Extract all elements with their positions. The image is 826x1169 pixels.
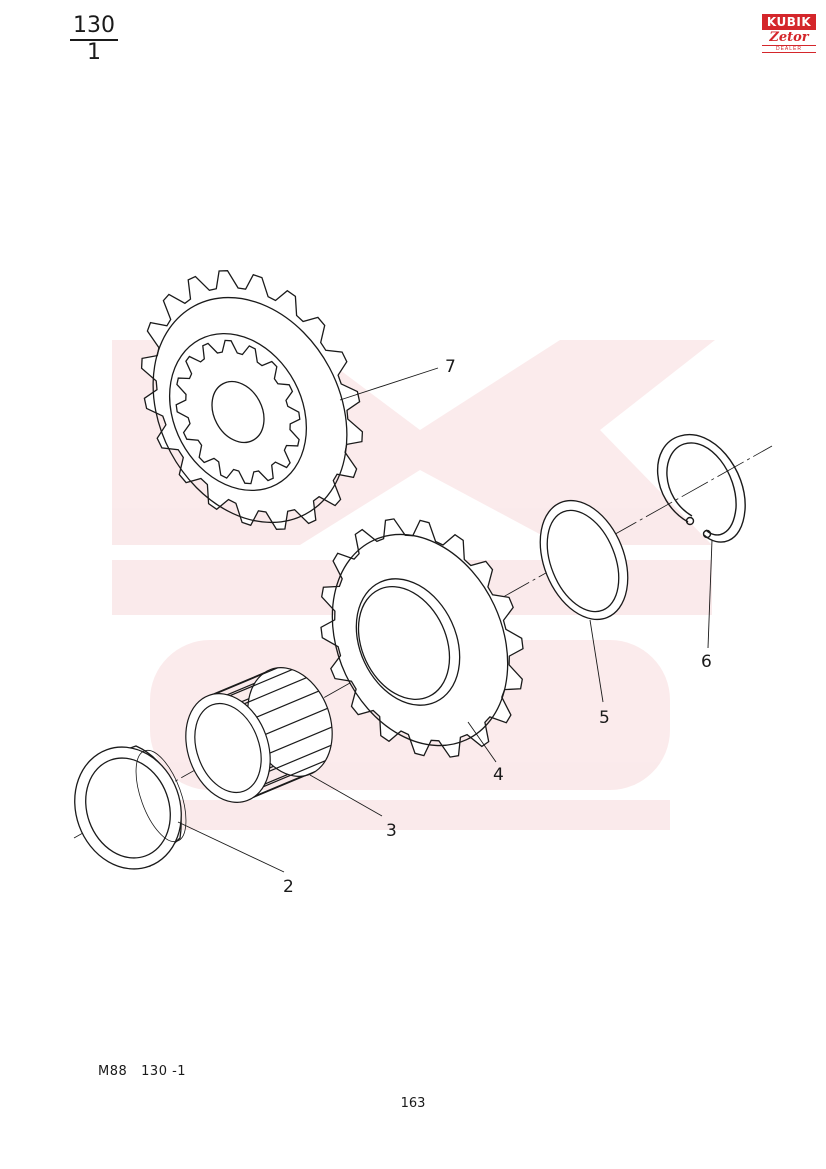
drawing-code: M88 130 -1 bbox=[98, 1064, 187, 1079]
assembly-axis bbox=[73, 445, 773, 839]
leader-lines bbox=[177, 367, 713, 873]
gear-part-7 bbox=[140, 270, 364, 530]
callout-7: 7 bbox=[445, 357, 456, 377]
leader-line-7 bbox=[339, 367, 439, 401]
group-number: 130 bbox=[70, 14, 118, 41]
callout-6: 6 bbox=[701, 652, 712, 672]
callout-4: 4 bbox=[493, 765, 504, 785]
leader-line-4 bbox=[467, 721, 497, 763]
gear-part-4 bbox=[320, 518, 524, 758]
washer-part-5 bbox=[539, 499, 629, 621]
page-number: 163 bbox=[400, 1096, 426, 1111]
callout-2: 2 bbox=[283, 877, 294, 897]
callout-3: 3 bbox=[386, 821, 397, 841]
circlip-part-6 bbox=[657, 433, 746, 543]
leader-line-5 bbox=[589, 619, 604, 703]
kubik-zetor-logo: KUBIK Zetor DEALER bbox=[762, 14, 816, 60]
logo-sub-brand: Zetor bbox=[769, 30, 809, 45]
callout-5: 5 bbox=[599, 708, 610, 728]
leader-line-3 bbox=[309, 774, 383, 817]
needle-cage-part-3 bbox=[185, 667, 333, 803]
leader-line-2 bbox=[177, 821, 285, 873]
sheet-number: 1 bbox=[87, 40, 101, 65]
leader-line-6 bbox=[707, 539, 713, 649]
page-group-fraction: 130 1 bbox=[70, 14, 118, 65]
bearing-ring-part-2 bbox=[74, 745, 187, 870]
logo-brand: KUBIK bbox=[762, 14, 816, 30]
logo-tagline: DEALER bbox=[762, 45, 816, 53]
